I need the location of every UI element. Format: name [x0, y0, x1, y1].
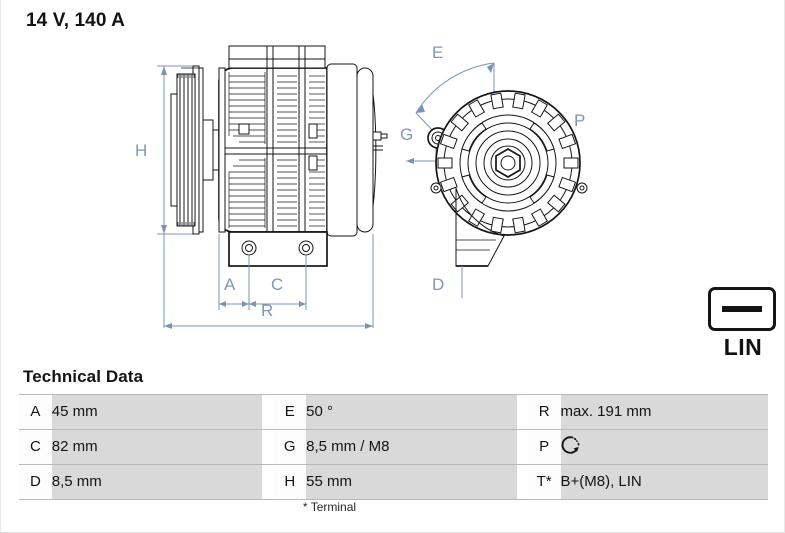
dimension-label-p: P: [574, 111, 585, 130]
row-key-c: C: [19, 429, 52, 465]
technical-data-heading: Technical Data: [23, 367, 144, 386]
column-gap: [516, 464, 528, 500]
row-value-g: 8,5 mm / M8: [306, 429, 517, 465]
row-value-d: 8,5 mm: [51, 464, 263, 500]
row-key-e: E: [273, 394, 307, 430]
dimension-label-c: C: [271, 275, 283, 294]
row-value-a: 45 mm: [51, 394, 263, 430]
table-row: D 8,5 mm H 55 mm T* B+(M8), LIN: [19, 464, 768, 500]
row-key-a: A: [19, 394, 52, 430]
front-view-svg: E G P: [400, 43, 588, 298]
column-gap: [262, 464, 274, 500]
technical-data-table: A 45 mm E 50 ° R max. 191 mm C 82 mm G 8…: [19, 394, 768, 500]
column-gap: [516, 429, 528, 465]
dimension-label-g: G: [400, 125, 413, 144]
minus-bar-icon: [722, 306, 762, 312]
table-row: A 45 mm E 50 ° R max. 191 mm: [19, 394, 768, 430]
alternator-side-view: H: [121, 28, 411, 358]
dimension-label-h: H: [135, 141, 147, 160]
row-key-p: P: [527, 429, 561, 465]
mounting-foot: [228, 231, 328, 267]
row-value-r: max. 191 mm: [560, 394, 768, 430]
row-key-r: R: [527, 394, 561, 430]
row-value-h: 55 mm: [306, 464, 517, 500]
row-value-c: 82 mm: [51, 429, 263, 465]
housing-circle: [430, 90, 588, 236]
dimension-e: E: [415, 43, 495, 137]
row-key-h: H: [273, 464, 307, 500]
pulley: [170, 65, 220, 235]
row-key-t: T*: [527, 464, 561, 500]
column-gap: [262, 394, 274, 430]
table-footnote: * Terminal: [302, 500, 357, 514]
row-key-d: D: [19, 464, 52, 500]
alternator-housing: [218, 45, 388, 237]
column-gap: [516, 394, 528, 430]
row-value-p: [560, 429, 768, 465]
row-key-g: G: [273, 429, 307, 465]
dimension-d: D: [432, 266, 463, 298]
alternator-front-view: E G P: [396, 28, 626, 308]
lin-symbol-box: [708, 287, 776, 331]
row-value-e: 50 °: [306, 394, 517, 430]
dimension-label-a: A: [224, 275, 236, 294]
lin-badge-label: LIN: [723, 334, 763, 360]
side-view-svg: H: [135, 45, 388, 329]
page-title: 14 V, 140 A: [26, 10, 125, 31]
dimension-h: H: [135, 65, 193, 235]
dimension-label-r: R: [261, 301, 273, 320]
lower-bracket: [455, 187, 505, 267]
dimension-a-c-r: A C R: [163, 234, 374, 329]
drawing-area: H: [1, 28, 784, 359]
dimension-label-e: E: [432, 43, 443, 62]
row-value-t: B+(M8), LIN: [560, 464, 768, 500]
dimension-label-d: D: [432, 275, 444, 294]
clockwise-rotation-icon: [561, 435, 581, 460]
column-gap: [262, 429, 274, 465]
lin-badge: LIN: [708, 287, 778, 359]
table-row: C 82 mm G 8,5 mm / M8 P: [19, 429, 768, 465]
